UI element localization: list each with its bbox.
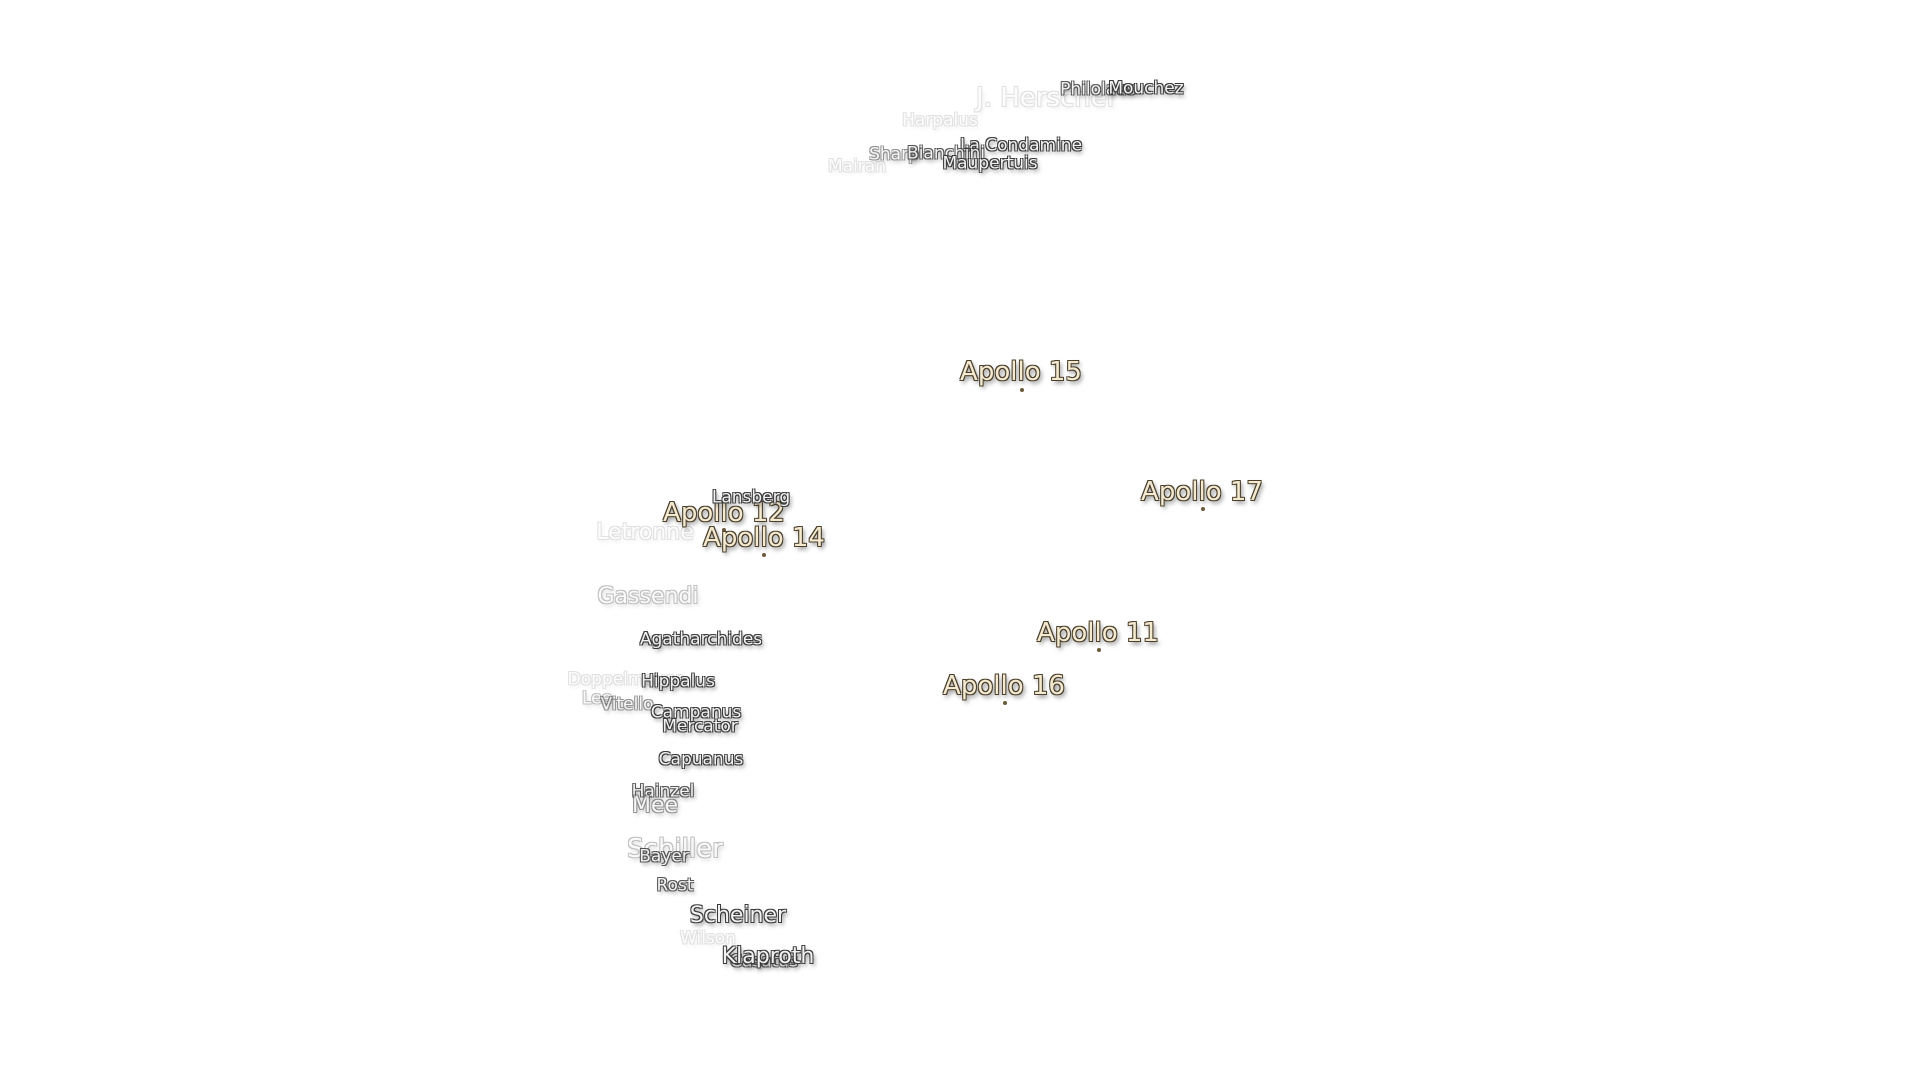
label-sharp[interactable]: Sharp	[869, 144, 919, 165]
label-letronne[interactable]: Letronne	[596, 520, 694, 545]
label-capuanus[interactable]: Capuanus	[658, 749, 744, 770]
label-apollo-17[interactable]: Apollo 17	[1141, 477, 1263, 507]
apollo-16-site-marker[interactable]	[1003, 701, 1007, 705]
label-doppelmayer[interactable]: Doppelmayer	[567, 669, 683, 690]
label-philolaus[interactable]: Philolaus	[1060, 79, 1136, 100]
label-wilson[interactable]: Wilson	[680, 928, 736, 949]
label-lansberg[interactable]: Lansberg	[711, 487, 791, 508]
label-bianchini[interactable]: Bianchini	[907, 143, 985, 164]
label-hippalus[interactable]: Hippalus	[641, 671, 715, 692]
apollo-12-site-marker[interactable]	[722, 528, 726, 532]
label-apollo-14[interactable]: Apollo 14	[703, 523, 825, 553]
apollo-17-site-marker[interactable]	[1201, 507, 1205, 511]
apollo-15-site-marker[interactable]	[1020, 388, 1024, 392]
apollo-14-site-marker[interactable]	[762, 553, 766, 557]
label-schiller[interactable]: Schiller	[627, 834, 723, 864]
apollo-11-site-marker[interactable]	[1097, 648, 1101, 652]
label-apollo-12[interactable]: Apollo 12	[663, 498, 785, 528]
label-scheiner[interactable]: Scheiner	[689, 903, 787, 928]
label-apollo-11[interactable]: Apollo 11	[1037, 618, 1159, 648]
label-hainzel[interactable]: Hainzel	[631, 781, 695, 802]
label-lee[interactable]: Lee	[581, 688, 613, 709]
label-vitello[interactable]: Vitello	[600, 694, 654, 715]
label-j-herschel[interactable]: J. Herschel	[976, 83, 1114, 113]
label-apollo-15[interactable]: Apollo 15	[960, 357, 1082, 387]
label-mouchez[interactable]: Mouchez	[1108, 78, 1184, 99]
label-apollo-16[interactable]: Apollo 16	[943, 671, 1065, 701]
label-casatus[interactable]: Casatus	[730, 951, 798, 972]
label-bayer[interactable]: Bayer	[639, 846, 689, 867]
label-mercator[interactable]: Mercator	[662, 716, 738, 737]
label-maupertuis[interactable]: Maupertuis	[942, 153, 1038, 174]
label-la-condamine[interactable]: La Condamine	[959, 135, 1083, 156]
label-harpalus[interactable]: Harpalus	[902, 110, 978, 131]
label-klaproth[interactable]: Klaproth	[721, 944, 815, 969]
label-agatharchides[interactable]: Agatharchides	[639, 629, 763, 650]
label-gassendi[interactable]: Gassendi	[597, 584, 699, 609]
label-rost[interactable]: Rost	[656, 875, 694, 896]
label-mee[interactable]: Mee	[631, 793, 679, 818]
label-campanus[interactable]: Campanus	[650, 702, 742, 723]
label-mairan[interactable]: Mairan	[828, 156, 886, 177]
